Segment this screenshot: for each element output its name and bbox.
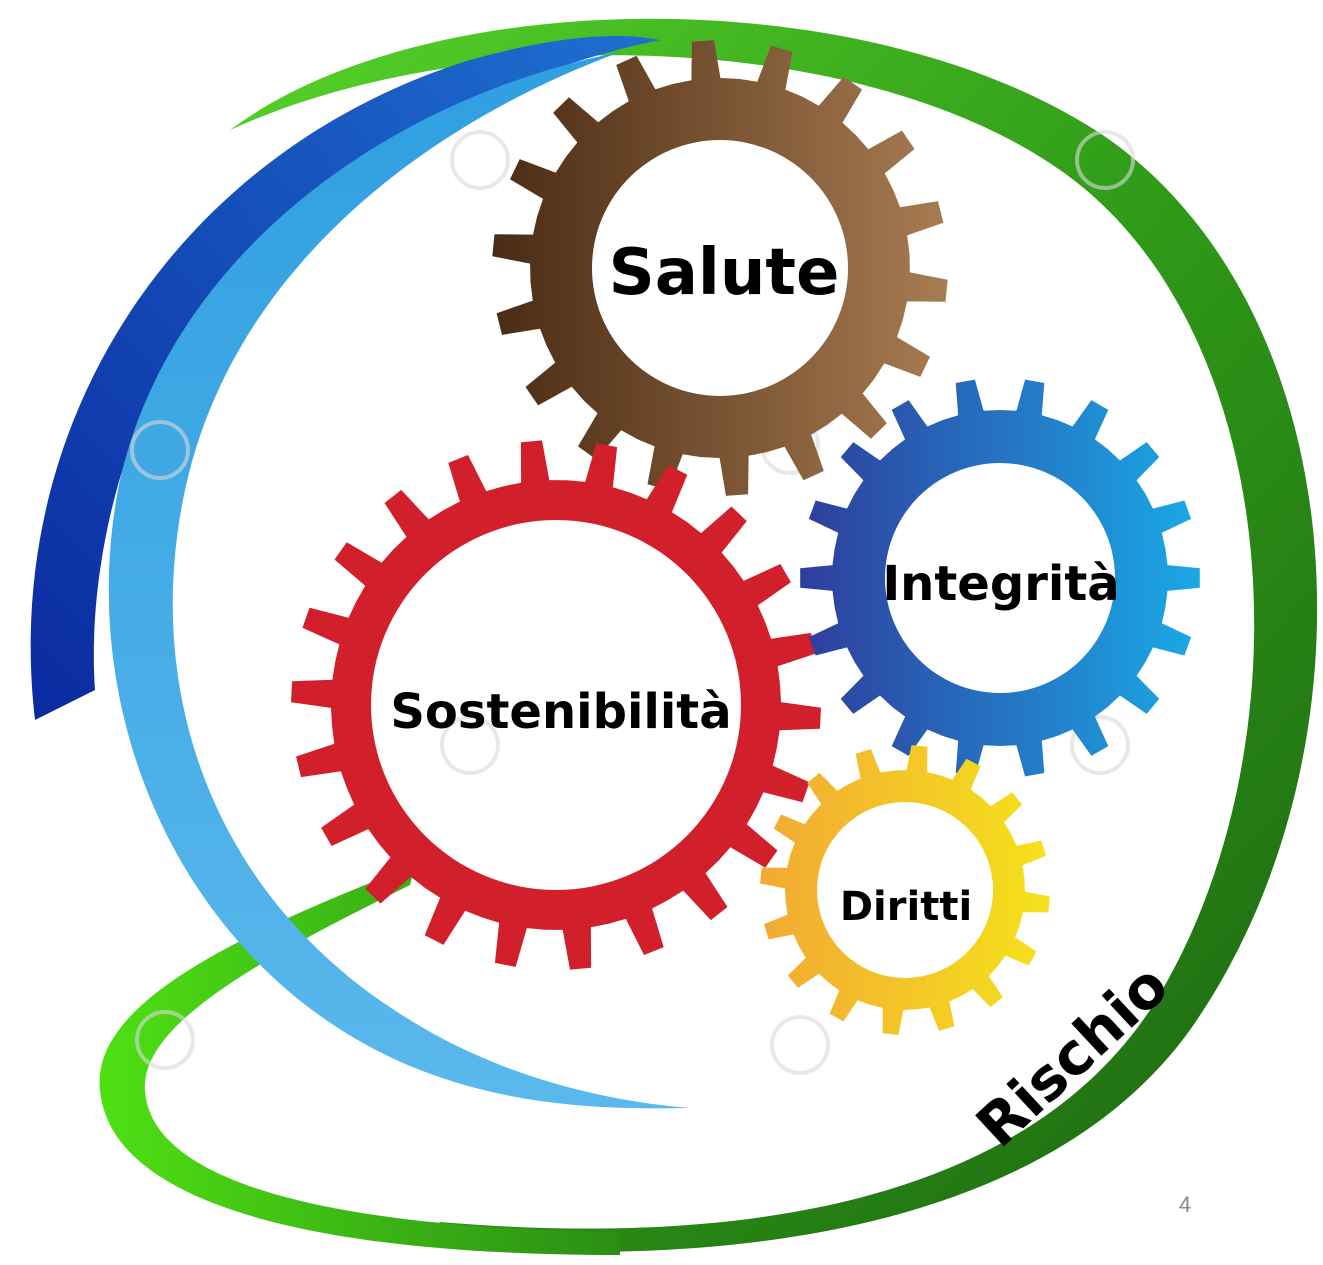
salute-label: Salute xyxy=(609,236,840,310)
page-number: 4 xyxy=(1178,1192,1192,1217)
diritti-label: Diritti xyxy=(840,884,972,930)
diritti-gear xyxy=(760,745,1050,1035)
integrita-label: Integrità xyxy=(882,556,1119,612)
sostenibilita-label: Sostenibilità xyxy=(390,684,731,740)
salute-gear xyxy=(492,40,948,496)
blue-swoosh-light xyxy=(108,52,691,1109)
sostenibilita-gear xyxy=(291,440,821,970)
integrita-gear xyxy=(800,379,1200,777)
green-swoosh-bottom xyxy=(99,865,620,1255)
